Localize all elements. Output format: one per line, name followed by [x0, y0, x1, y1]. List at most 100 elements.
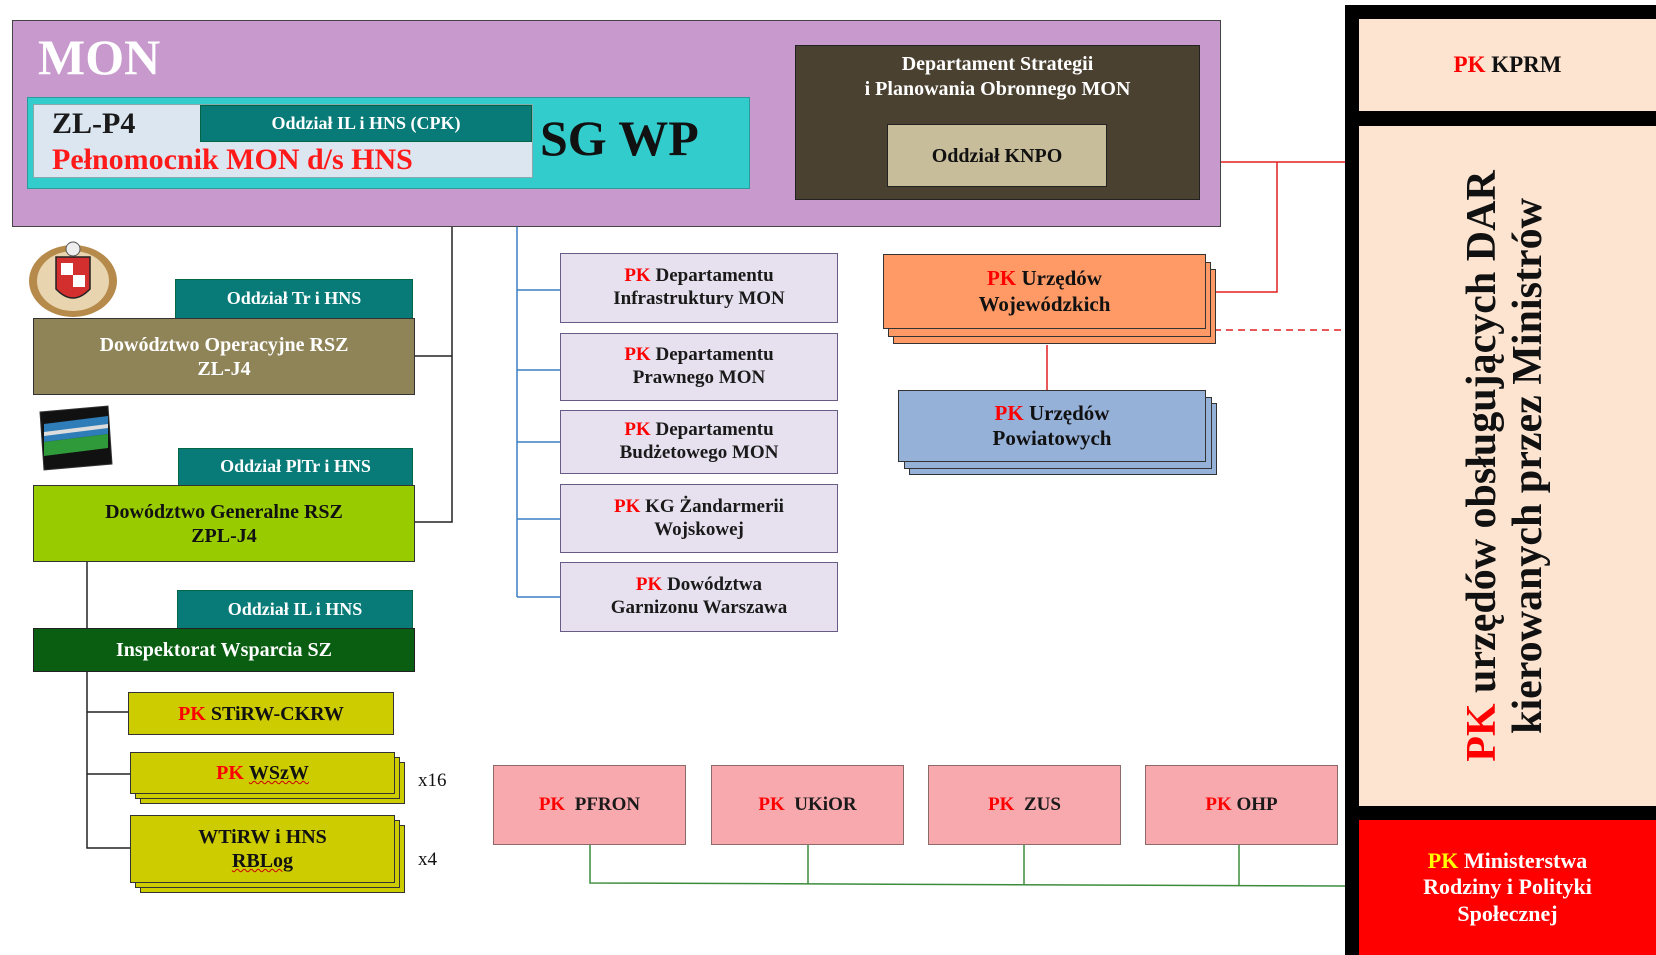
dept-5-line2: Garnizonu Warszawa [610, 597, 788, 618]
zus-box: PK ZUS [928, 765, 1121, 845]
dspo-title: Departament Strategii i Planowania Obron… [795, 52, 1200, 102]
do-rsz-box: Dowództwo Operacyjne RSZ ZL-J4 [33, 318, 415, 395]
dept-2-pk: PK [624, 344, 651, 366]
oddzial-il-label: Oddział IL i HNS [227, 598, 363, 619]
ministry-line3: Społecznej [1457, 900, 1558, 926]
ohp-box: PK OHP [1145, 765, 1338, 845]
wszw-box: PK WSzW [130, 752, 395, 794]
ohp-name: OHP [1236, 793, 1278, 815]
dg-rsz-box: Dowództwo Generalne RSZ ZPL-J4 [33, 485, 415, 562]
kprm-box: PK KPRM [1359, 19, 1656, 111]
sgwp-label: SG WP [540, 110, 699, 166]
do-rsz-line1: Dowództwo Operacyjne RSZ [99, 333, 349, 356]
zus-name: ZUS [1023, 793, 1061, 815]
dept-3-line2: Budżetowego MON [619, 442, 779, 463]
line-iwsz-subunits [86, 672, 130, 849]
dspo-line2: i Planowania Obronnego MON [864, 78, 1131, 100]
dept-box-1: PK Departamentu Infrastruktury MON [560, 253, 838, 323]
wszw-pk: PK [216, 762, 244, 784]
ukior-box: PK UKiOR [711, 765, 904, 845]
do-rsz-line2: ZL-J4 [197, 357, 251, 380]
dar-line2: kierowanych przez Ministrów [1505, 198, 1551, 734]
ministry-line1: PK Ministerstwa [1428, 848, 1587, 874]
wtirw-box: WTiRW i HNS RBLog [130, 815, 395, 883]
dept-3-line1: PK Departamentu [624, 419, 773, 442]
dept-4-pk: PK [614, 495, 641, 517]
voivodeship-box: PK Urzędów Wojewódzkich [883, 254, 1206, 329]
dept-2-line1: PK Departamentu [624, 344, 773, 367]
iwsz-label: Inspektorat Wsparcia SZ [116, 639, 332, 661]
stirw-name: STiRW-CKRW [210, 702, 344, 725]
pfron-box: PK PFRON [493, 765, 686, 845]
dar-vertical-text: PK urzędów obsługujących DAR kierowanych… [1459, 136, 1551, 796]
dept-5-pk: PK [635, 574, 663, 596]
dar-line1: PK urzędów obsługujących DAR [1459, 136, 1505, 796]
ukior-pk: PK [758, 793, 785, 815]
dept-box-2: PK Departamentu Prawnego MON [560, 333, 838, 401]
dept-3-pk: PK [624, 419, 651, 441]
dept-5-line1: PK Dowództwa [636, 574, 762, 597]
ohp-pk: PK [1205, 793, 1232, 815]
dg-rsz-line2: ZPL-J4 [191, 524, 257, 547]
dept-2-text1: Departamentu [655, 344, 774, 366]
oddzial-tr-label: Oddział Tr i HNS [226, 288, 362, 309]
voivodeship-line2: Wojewódzkich [978, 291, 1111, 316]
dept-box-5: PK Dowództwa Garnizonu Warszawa [560, 562, 838, 632]
dept-1-pk: PK [624, 265, 651, 287]
county-pk: PK [994, 400, 1024, 425]
dept-box-3: PK Departamentu Budżetowego MON [560, 410, 838, 474]
voivodeship-pk: PK [987, 266, 1017, 291]
line-to-voivodeship [1210, 162, 1278, 293]
oddzial-il-cpk-box: Oddział IL i HNS (CPK) [200, 105, 532, 142]
dar-box [1359, 126, 1656, 806]
ukior-name: UKiOR [794, 793, 857, 815]
dspo-line1: Departament Strategii [901, 53, 1094, 75]
dept-5-text1: Dowództwa [667, 574, 763, 596]
plenipotentiary-label: Pełnomocnik MON d/s HNS [52, 143, 413, 176]
zlp4-code: ZL-P4 [52, 107, 136, 140]
ministry-line2: Rodziny i Polityki [1423, 874, 1592, 900]
ministry-box: PK Ministerstwa Rodziny i Polityki Społe… [1359, 820, 1656, 955]
zus-pk: PK [988, 793, 1015, 815]
pfron-name: PFRON [574, 793, 641, 815]
ministry-pk: PK [1427, 847, 1459, 873]
iwsz-box: Inspektorat Wsparcia SZ [33, 628, 415, 672]
dar-text1: urzędów obsługujących DAR [1458, 170, 1505, 693]
knpo-box: Oddział KNPO [887, 124, 1107, 187]
oddzial-pltr-label: Oddział PlTr i HNS [220, 456, 371, 477]
county-line1: PK Urzędów [995, 401, 1110, 426]
ministry-text1: Ministerstwa [1463, 847, 1588, 873]
dept-3-text1: Departamentu [655, 419, 774, 441]
oddzial-il-box: Oddział IL i HNS [177, 590, 413, 629]
pfron-pk: PK [538, 793, 566, 815]
dept-2-line2: Prawnego MON [632, 367, 766, 388]
kprm-name: KPRM [1491, 52, 1562, 78]
oddzial-tr-box: Oddział Tr i HNS [175, 279, 413, 319]
wtirw-line2: RBLog [231, 850, 294, 872]
wszw-count: x16 [418, 770, 447, 791]
dept-4-line1: PK KG Żandarmerii [614, 496, 784, 519]
stirw-box: PK STiRW-CKRW [128, 692, 394, 735]
line-zlp4-commands [415, 185, 453, 523]
voivodeship-line1: PK Urzędów [987, 266, 1102, 291]
voivodeship-text1: Urzędów [1021, 266, 1102, 291]
dept-4-line2: Wojskowej [654, 518, 744, 540]
oddzial-il-cpk-label: Oddział IL i HNS (CPK) [271, 112, 461, 133]
wtirw-count: x4 [418, 849, 437, 870]
dept-1-line1: PK Departamentu [624, 265, 773, 288]
kprm-pk: PK [1453, 52, 1486, 78]
dept-1-text1: Departamentu [655, 265, 774, 287]
county-box: PK Urzędów Powiatowych [898, 390, 1206, 462]
wszw-name: WSzW [248, 762, 309, 784]
oddzial-pltr-box: Oddział PlTr i HNS [178, 448, 413, 486]
dar-pk: PK [1458, 703, 1505, 762]
dept-1-line2: Infrastruktury MON [613, 288, 785, 309]
county-text1: Urzędów [1028, 400, 1110, 425]
stirw-pk: PK [178, 702, 206, 725]
general-command-emblem [36, 404, 116, 472]
county-line2: Powiatowych [992, 426, 1112, 450]
operational-command-emblem [26, 237, 120, 319]
dept-4-text1: KG Żandarmerii [645, 495, 784, 517]
line-bottom-row [589, 845, 1346, 887]
dg-rsz-line1: Dowództwo Generalne RSZ [105, 500, 343, 523]
